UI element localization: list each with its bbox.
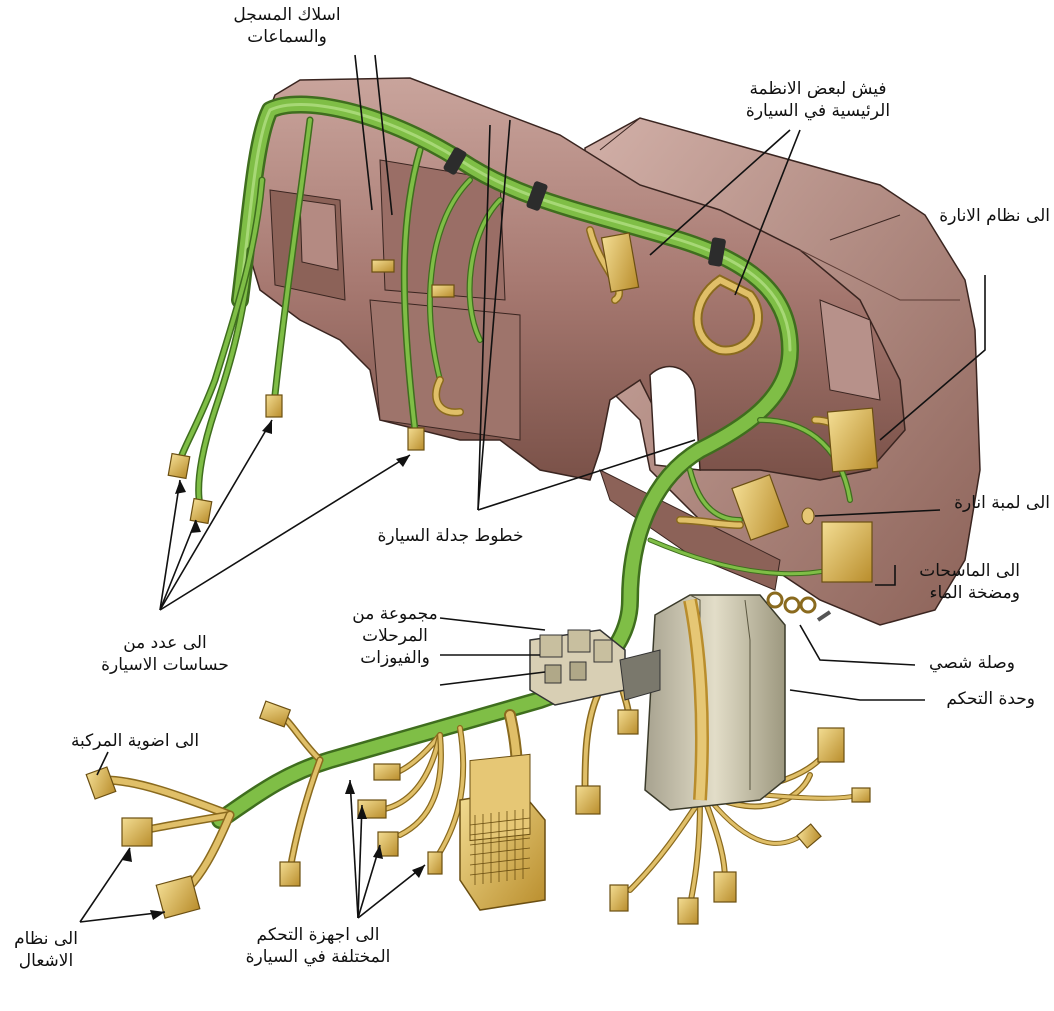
label-assembly-lights: الى اضوية المركبة [55,730,215,752]
label-line: الى اجهزة التحكم [228,924,408,946]
label-line: وحدة التحكم [925,688,1035,710]
label-line: الى اضوية المركبة [55,730,215,752]
label-line: خطوط جدلة السيارة [368,525,533,547]
grille-connector [460,754,545,910]
label-line: الى عدد من [80,632,250,654]
label-line: الى الماسحات [895,560,1020,582]
label-lighting-system: الى نظام الانارة [905,205,1050,227]
label-relays-fuses: مجموعة من المرحلات والفيوزات [345,603,445,669]
label-sensors: الى عدد من حساسات الاسيارة [80,632,250,676]
label-ground-connection: وصلة شصي [915,652,1015,674]
label-main-system-plugs: فيش لبعض الانظمة الرئيسية في السيارة [728,78,908,122]
lamp-bulb [802,508,814,524]
label-line: الى لمبة انارة [928,492,1050,514]
relay-fuse-block [530,630,625,705]
label-line: والسماعات [222,26,352,48]
label-line: وصلة شصي [915,652,1015,674]
label-line: ومضخة الماء [895,582,1020,604]
label-harness-lines: خطوط جدلة السيارة [368,525,533,547]
label-line: المرحلات [345,625,445,647]
label-line: والفيوزات [345,647,445,669]
label-line: مجموعة من [345,603,445,625]
label-radio-speaker-wires: اسلاك المسجل والسماعات [222,4,352,48]
label-line: الى نظام الانارة [905,205,1050,227]
label-control-devices: الى اجهزة التحكم المختلفة في السيارة [228,924,408,968]
label-wipers-washer: الى الماسحات ومضخة الماء [895,560,1020,604]
label-line: المختلفة في السيارة [228,946,408,968]
label-lamp: الى لمبة انارة [928,492,1050,514]
label-line: الى نظام [6,928,86,950]
label-line: اسلاك المسجل [222,4,352,26]
label-ignition-system: الى نظام الاشعال [6,928,86,972]
label-control-unit: وحدة التحكم [925,688,1035,710]
label-line: حساسات الاسيارة [80,654,250,676]
label-line: فيش لبعض الانظمة [728,78,908,100]
label-line: الاشعال [6,950,86,972]
control-unit-module [620,595,785,810]
label-line: الرئيسية في السيارة [728,100,908,122]
